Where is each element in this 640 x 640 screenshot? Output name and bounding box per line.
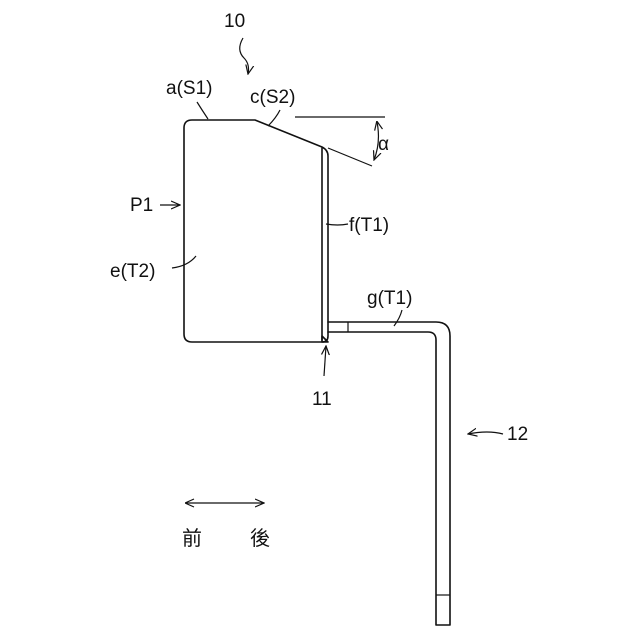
angle-label: α	[378, 134, 389, 155]
bracket-outline	[328, 322, 450, 625]
slope-surface-label: c(S2)	[250, 87, 295, 108]
bracket-leader	[468, 432, 503, 434]
bracket-label: 12	[507, 424, 528, 445]
bracket-face-label: g(T1)	[367, 288, 412, 309]
front-plane-label: P1	[130, 195, 153, 216]
top-surface-leader	[197, 102, 208, 119]
angle-slope-extension	[328, 148, 372, 166]
assembly-leader	[240, 38, 249, 74]
corner-label: 11	[312, 389, 332, 410]
bracket-face-leader	[394, 310, 402, 326]
rear-direction-label: 後	[250, 526, 270, 550]
assembly-label: 10	[224, 11, 245, 32]
top-surface-label: a(S1)	[166, 78, 212, 99]
front-face-label: e(T2)	[110, 261, 155, 282]
corner-arrow	[324, 346, 326, 376]
block-outline	[184, 120, 328, 342]
rear-face-leader	[326, 224, 348, 225]
rear-face-label: f(T1)	[349, 215, 389, 236]
front-direction-label: 前	[182, 526, 202, 550]
slope-surface-leader	[268, 110, 280, 126]
